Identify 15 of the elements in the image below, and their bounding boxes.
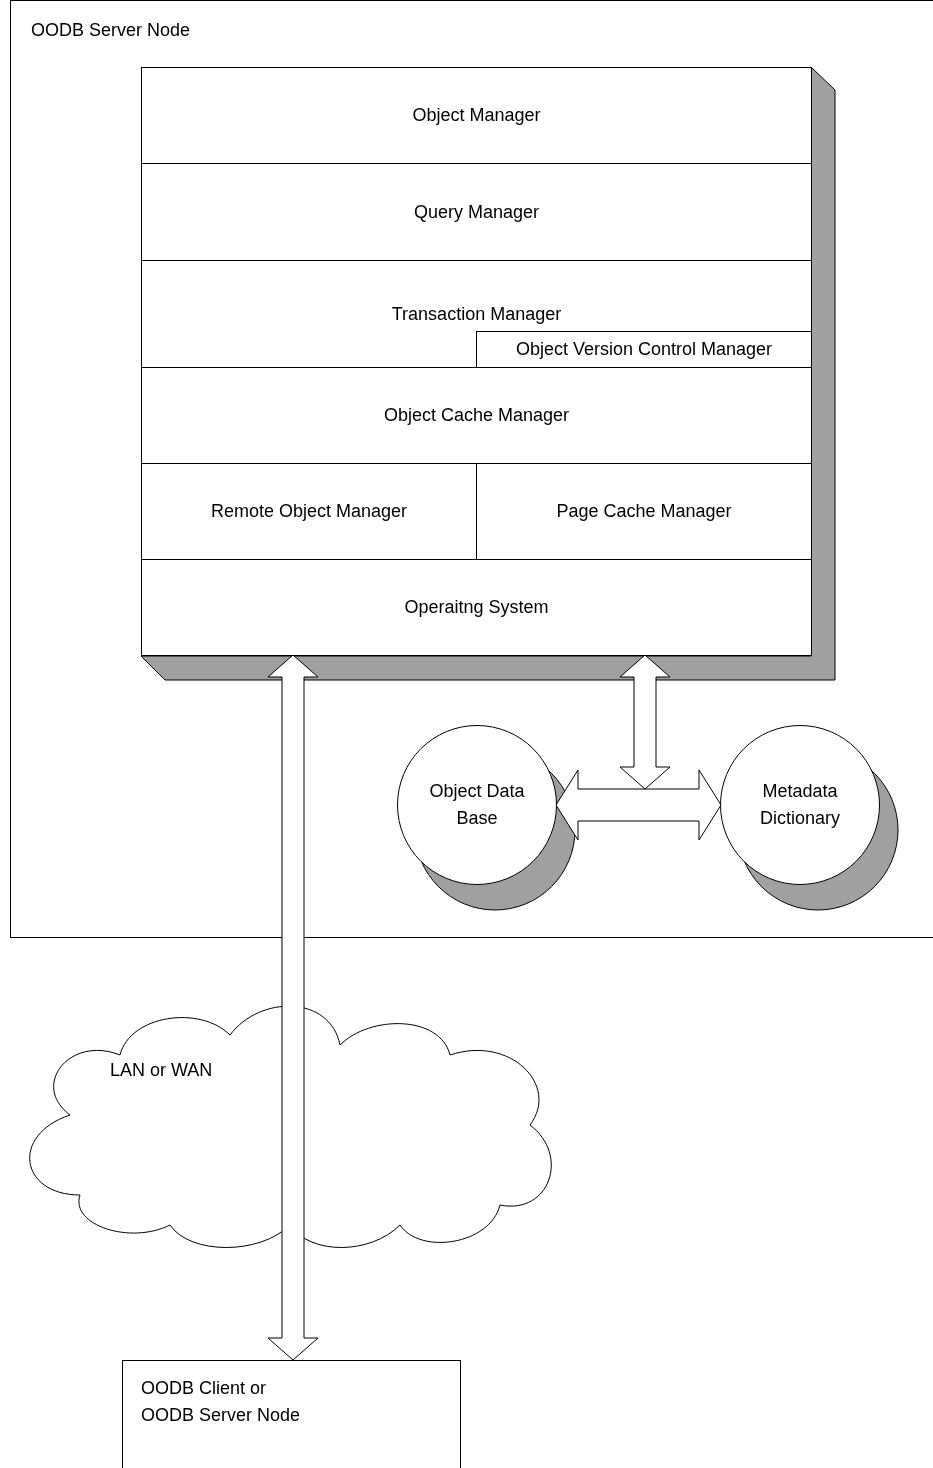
layer-box: Query Manager: [141, 163, 812, 261]
node-label: LAN or WAN: [110, 1059, 213, 1082]
layer-box: Operaitng System: [141, 559, 812, 656]
node-box: [122, 1360, 461, 1468]
layer-box: Object Version Control Manager: [476, 331, 812, 368]
layer-box: [141, 260, 812, 368]
container-box: [10, 0, 933, 938]
node-label: OODB Client or OODB Server Node: [140, 1377, 302, 1427]
layer-box: Object Manager: [141, 67, 812, 164]
node-label: Transaction Manager: [391, 303, 562, 326]
double-arrow: [555, 769, 722, 841]
node-label: OODB Server Node: [31, 19, 191, 42]
double-arrow: [267, 654, 319, 1361]
double-arrow: [619, 654, 671, 790]
layer-box: Object Cache Manager: [141, 367, 812, 464]
